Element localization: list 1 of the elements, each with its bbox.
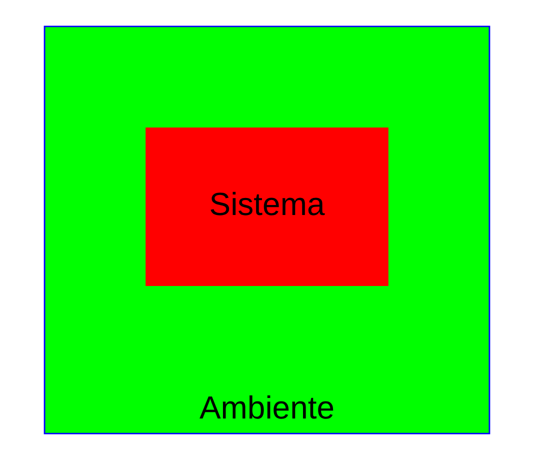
node-box: Sistema (145, 127, 388, 286)
